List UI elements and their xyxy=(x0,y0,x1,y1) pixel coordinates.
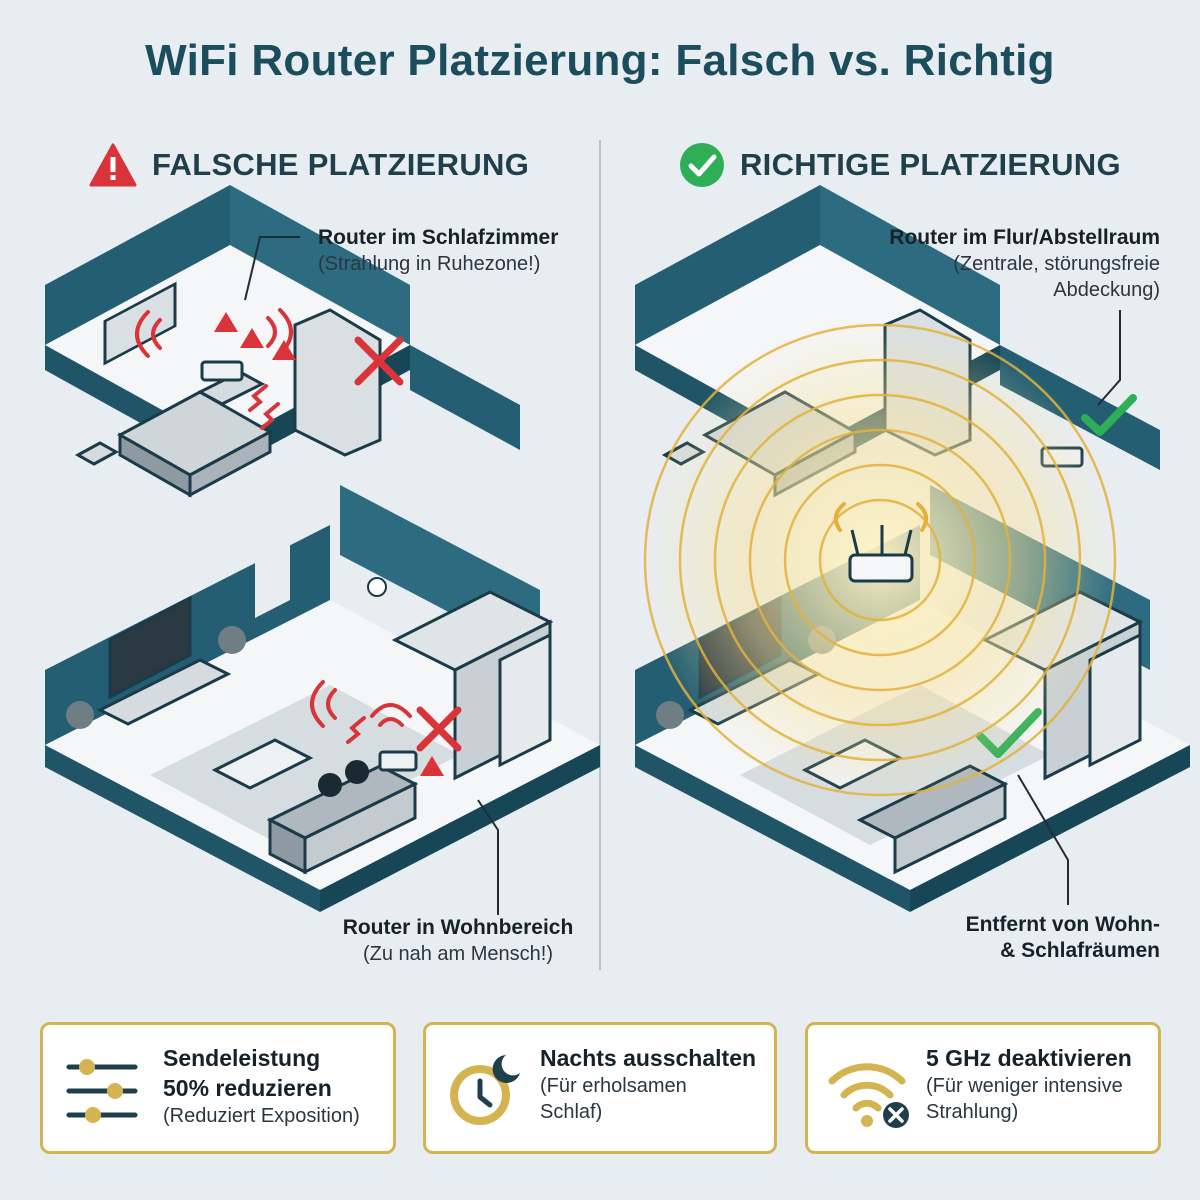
wifi-off-icon xyxy=(828,1063,909,1128)
checkmark-icon xyxy=(1081,394,1137,436)
callout-distance: Entfernt von Wohn- & Schlafräumen xyxy=(938,912,1160,964)
tip-card-5ghz: 5 GHz deaktivieren (Für weniger intensiv… xyxy=(805,1022,1161,1154)
wrong-lower-room xyxy=(45,485,600,912)
callout-hallway-sub1: (Zentrale, störungsfreie xyxy=(953,253,1160,275)
callout-hallway-sub2: Abdeckung) xyxy=(1053,279,1160,301)
tip-5ghz-sub2: Strahlung) xyxy=(926,1101,1019,1123)
callout-hallway: Router im Flur/Abstellraum (Zentrale, st… xyxy=(848,225,1160,303)
wrong-heading-text: FALSCHE PLATZIERUNG xyxy=(152,147,530,182)
tip-card-power: Sendeleistung 50% reduzieren (Reduziert … xyxy=(40,1022,396,1154)
callout-bedroom-sub: (Strahlung in Ruhezone!) xyxy=(318,253,541,275)
tip-5ghz-title: 5 GHz deaktivieren xyxy=(926,1045,1132,1071)
callout-bedroom-title: Router im Schlafzimmer xyxy=(318,226,559,249)
callout-living-sub: (Zu nah am Mensch!) xyxy=(362,943,554,965)
tip-night-sub1: (Für erholsamen xyxy=(540,1075,687,1097)
page-title: WiFi Router Platzierung: Falsch vs. Rich… xyxy=(145,36,1055,85)
callout-line xyxy=(1017,774,1069,905)
callout-line xyxy=(244,236,300,301)
right-heading-text: RICHTIGE PLATZIERUNG xyxy=(740,147,1121,182)
floorplan-illustration xyxy=(45,185,1190,915)
callout-hallway-title: Router im Flur/Abstellraum xyxy=(889,226,1160,249)
callout-distance-line1: Entfernt von Wohn- xyxy=(965,913,1160,936)
tip-card-night: Nachts ausschalten (Für erholsamen Schla… xyxy=(423,1022,777,1154)
callout-living: Router in Wohnbereich (Zu nah am Mensch!… xyxy=(330,915,586,967)
center-divider xyxy=(599,140,601,970)
router-icon xyxy=(848,553,914,583)
check-circle-icon xyxy=(680,143,724,187)
callout-distance-line2: & Schlafräumen xyxy=(1000,939,1160,962)
warning-icon xyxy=(89,143,137,187)
clock-moon-icon xyxy=(450,1055,520,1125)
sliders-icon xyxy=(66,1059,138,1123)
warning-icon xyxy=(214,312,296,360)
tip-night-sub2: Schlaf) xyxy=(540,1101,603,1123)
wrong-upper-room xyxy=(45,185,520,498)
tip-5ghz-sub1: (Für weniger intensive xyxy=(926,1075,1123,1097)
callout-bedroom: Router im Schlafzimmer (Strahlung in Ruh… xyxy=(318,225,558,277)
callout-line xyxy=(477,799,499,915)
x-mark-icon xyxy=(416,706,462,752)
wifi-coverage-signal xyxy=(640,320,1120,800)
tip-power-title2: 50% reduzieren xyxy=(163,1075,332,1101)
tip-night-title: Nachts ausschalten xyxy=(540,1045,757,1071)
router-icon xyxy=(378,750,418,772)
tip-power-title1: Sendeleistung xyxy=(163,1045,321,1071)
router-icon xyxy=(200,360,244,382)
wrong-heading: FALSCHE PLATZIERUNG xyxy=(88,140,529,190)
clock-icon xyxy=(367,577,387,597)
tip-power-sub: (Reduziert Exposition) xyxy=(163,1105,360,1127)
x-mark-icon xyxy=(354,336,404,386)
callout-line xyxy=(1097,310,1121,406)
warning-icon xyxy=(420,756,444,776)
right-heading: RICHTIGE PLATZIERUNG xyxy=(678,140,1121,190)
callout-living-title: Router in Wohnbereich xyxy=(342,916,574,939)
